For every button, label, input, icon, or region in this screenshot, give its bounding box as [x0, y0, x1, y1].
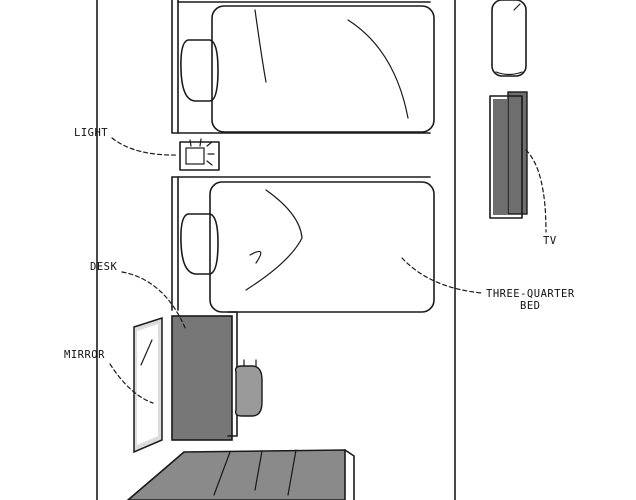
desk-leader	[121, 271, 187, 331]
desk-chair	[234, 359, 263, 417]
bed-leader	[401, 257, 483, 294]
label-bed-line1: THREE-QUARTER	[486, 288, 575, 300]
tv-leader	[525, 149, 547, 233]
label-light: LIGHT	[74, 127, 108, 139]
bed-pillow	[180, 213, 219, 275]
label-mirror: MIRROR	[64, 349, 105, 361]
tv	[489, 91, 528, 219]
bedside-light	[179, 138, 220, 171]
upper-right-unit	[491, 0, 527, 77]
desk	[171, 311, 238, 441]
mirror	[133, 316, 163, 454]
three-quarter-bed	[171, 176, 435, 313]
upper-bed	[171, 0, 435, 134]
light-leader	[111, 137, 179, 156]
room-walls	[96, 0, 456, 500]
label-tv: TV	[543, 235, 557, 247]
upper-bed-pillow	[180, 39, 219, 102]
label-desk: DESK	[90, 261, 117, 273]
label-bed-line2: BED	[520, 300, 540, 312]
bottom-rug	[126, 449, 355, 500]
